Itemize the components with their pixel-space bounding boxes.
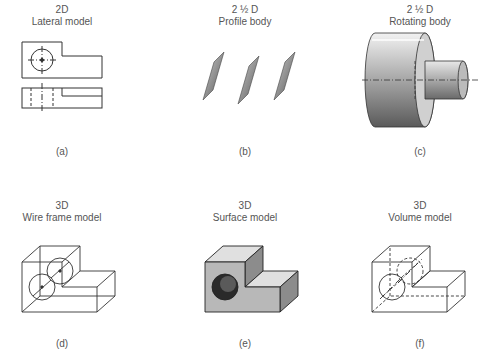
lateral-model-drawing	[22, 42, 102, 113]
model-dimension: 2 ½ D	[232, 4, 259, 16]
panel-letter: (f)	[415, 338, 424, 350]
panel-letter: (d)	[56, 338, 68, 350]
model-name: Volume model	[388, 212, 451, 224]
model-name: Lateral model	[32, 16, 93, 28]
volume-model-drawing	[372, 246, 465, 312]
panel-letter: (b)	[239, 146, 251, 158]
model-dimension: 2 ½ D	[407, 4, 434, 16]
surface-model-drawing	[205, 246, 298, 312]
model-name: Wire frame model	[23, 212, 102, 224]
rotating-body-drawing	[362, 33, 478, 127]
panel-letter: (e)	[239, 338, 251, 350]
model-name: Surface model	[213, 212, 277, 224]
model-name: Profile body	[219, 16, 272, 28]
model-name: Rotating body	[389, 16, 451, 28]
panel-letter: (a)	[56, 146, 68, 158]
profile-body-drawing	[203, 52, 295, 104]
model-dimension: 3D	[414, 200, 427, 212]
model-dimension: 3D	[56, 200, 69, 212]
wire-frame-model-drawing	[22, 246, 115, 312]
panel-letter: (c)	[414, 146, 426, 158]
model-dimension: 3D	[239, 200, 252, 212]
model-dimension: 2D	[56, 4, 69, 16]
